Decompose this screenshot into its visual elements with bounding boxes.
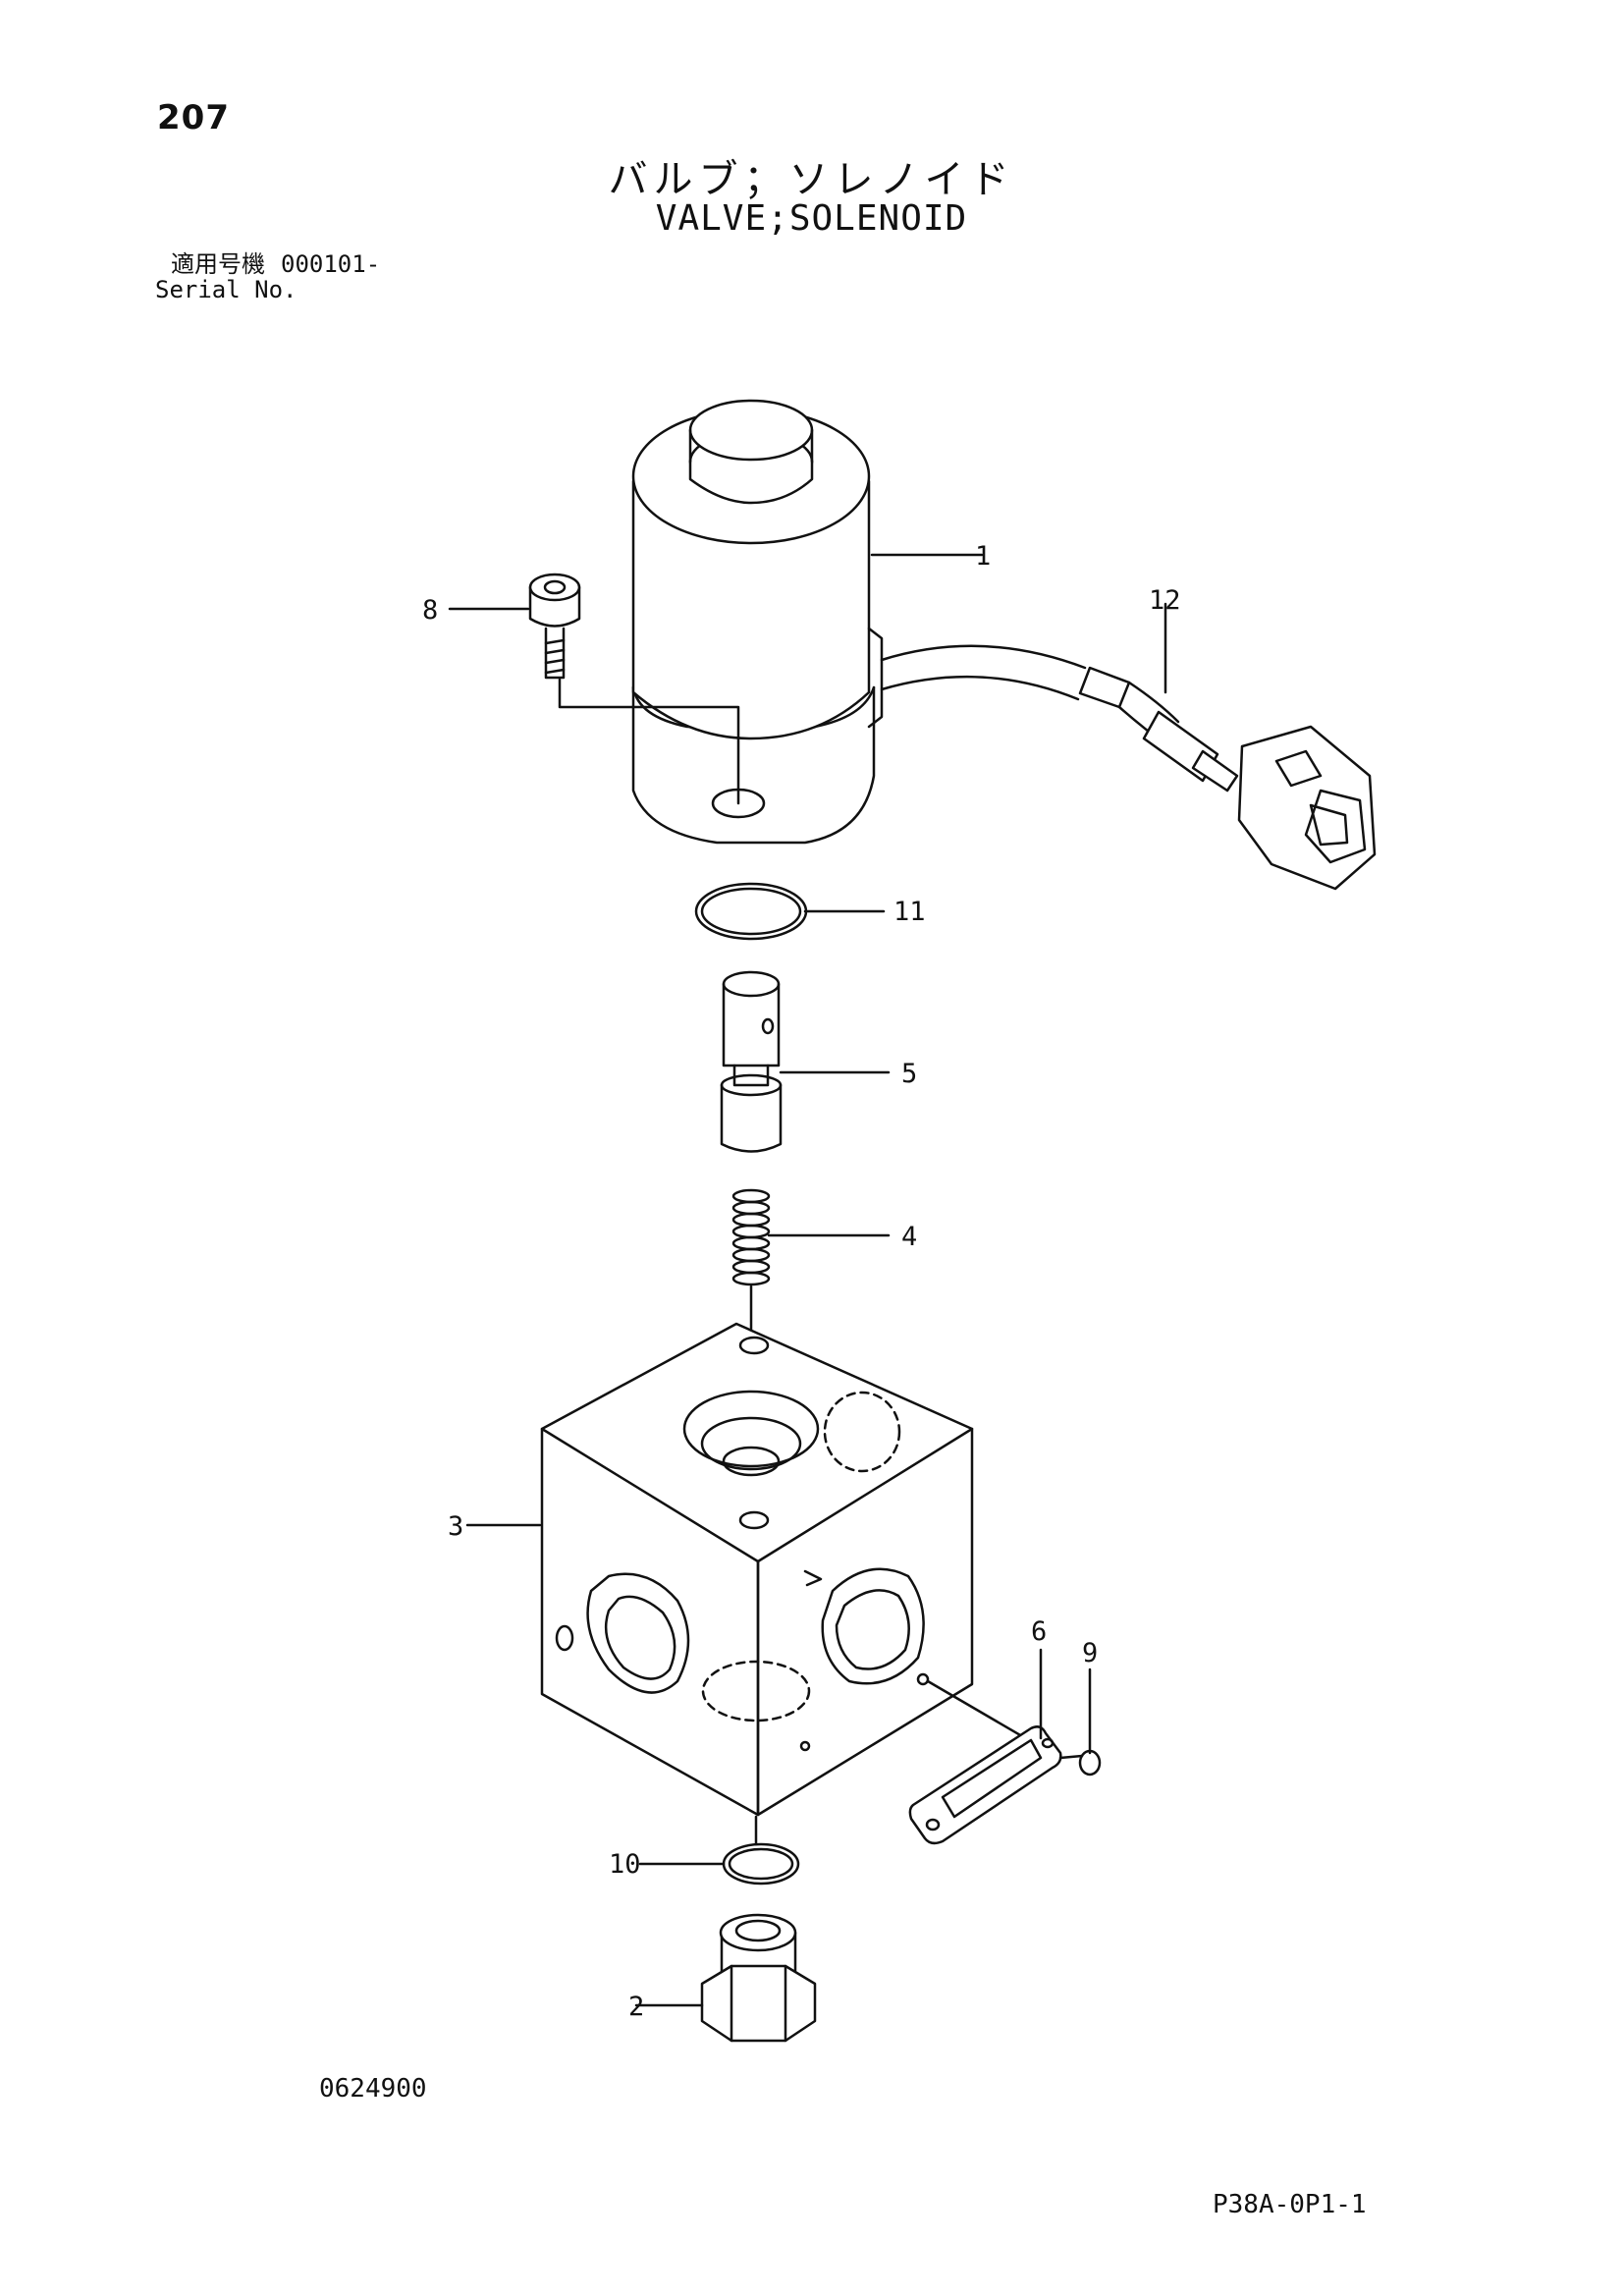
part-o-ring-lower: [638, 1815, 800, 1886]
serial-range: 000101-: [281, 250, 381, 278]
part-o-ring-upper: [694, 882, 886, 941]
callout-11: 11: [893, 897, 926, 927]
callout-8: 8: [422, 595, 438, 626]
part-bolt: [448, 573, 740, 805]
callout-1: 1: [975, 541, 991, 572]
page-number: 207: [157, 98, 230, 137]
sheet-code: P38A-0P1-1: [1213, 2190, 1367, 2219]
callout-4: 4: [901, 1222, 917, 1252]
serial-block: 適用号機 000101- Serial No.: [155, 251, 380, 302]
callout-3: 3: [448, 1511, 463, 1542]
callout-9: 9: [1082, 1638, 1098, 1668]
callout-5: 5: [901, 1059, 917, 1089]
callout-6: 6: [1031, 1616, 1047, 1647]
part-valve-block: [465, 1322, 974, 1817]
serial-label-jp: 適用号機: [171, 250, 265, 278]
drawing-code: 0624900: [319, 2074, 427, 2104]
part-spool: [720, 970, 891, 1153]
callout-2: 2: [628, 1992, 644, 2022]
title-english: VALVE;SOLENOID: [655, 198, 968, 239]
part-plug: [634, 1913, 817, 2043]
serial-label-en: Serial No.: [155, 276, 298, 303]
part-harness-connector: [880, 602, 1377, 891]
callout-10: 10: [609, 1849, 641, 1880]
serial-row-jp: 適用号機 000101-: [155, 251, 380, 277]
title-japanese: バルブ；ソレノイド: [608, 157, 1015, 202]
callout-12: 12: [1149, 585, 1181, 616]
part-name-plate: [908, 1648, 1102, 1845]
part-solenoid-coil: [631, 399, 984, 845]
